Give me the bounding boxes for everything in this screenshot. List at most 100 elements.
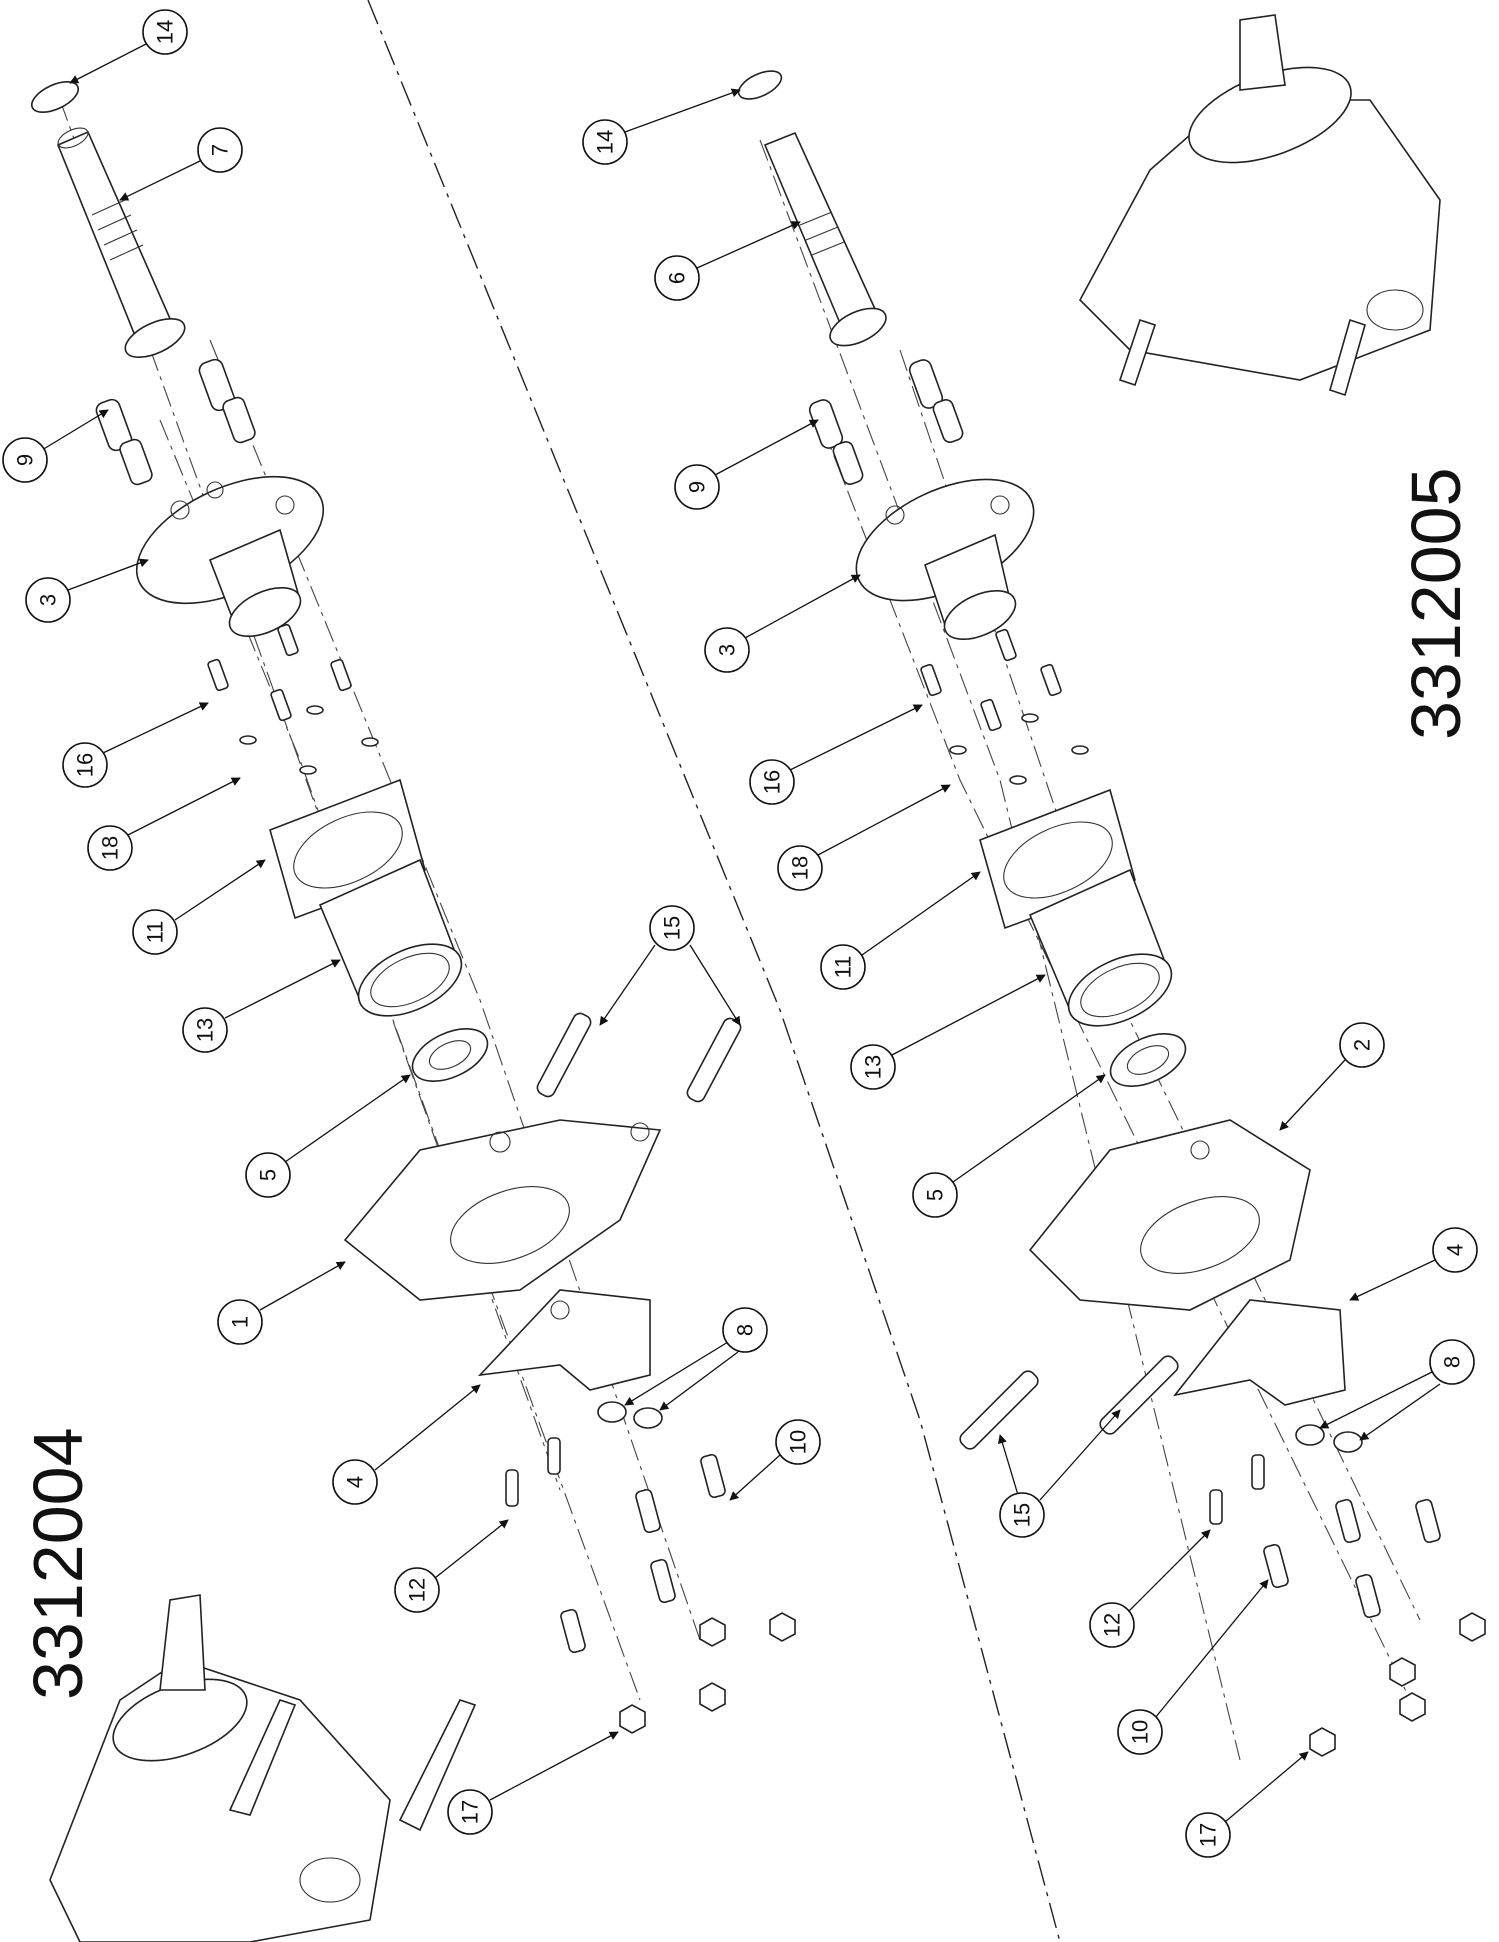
right-assembled-view [1079, 14, 1441, 397]
svg-text:16: 16 [760, 770, 785, 794]
svg-text:3: 3 [36, 594, 61, 606]
model-number-left: 3312004 [19, 1427, 97, 1700]
right-part-2-knuckle-housing [1028, 1119, 1311, 1311]
callout-left-18: 18 [87, 777, 241, 871]
left-part-18-washers [239, 705, 379, 775]
right-part-10-sleeves [1263, 1498, 1441, 1619]
right-part-9-wheel-studs [808, 359, 964, 485]
svg-text:9: 9 [13, 454, 38, 466]
svg-text:2: 2 [1350, 1039, 1375, 1051]
left-part-9-wheel-studs [95, 358, 256, 486]
callout-right-11: 11 [820, 871, 981, 990]
svg-text:4: 4 [1443, 1244, 1468, 1256]
svg-text:9: 9 [685, 481, 710, 493]
right-part-3-wheel-hub [855, 478, 1035, 641]
right-assembly [737, 14, 1486, 1761]
callout-left-17: 17 [447, 1731, 619, 1835]
svg-text:17: 17 [458, 1800, 483, 1824]
callout-right-18: 18 [777, 784, 951, 891]
callout-right-9: 9 [674, 419, 819, 510]
right-part-4-bracket [1173, 1299, 1346, 1406]
right-part-8-bushings [1295, 1424, 1363, 1453]
callout-left-8: 8 [624, 1307, 768, 1411]
left-part-8-bushings [597, 1401, 663, 1429]
callout-left-11: 11 [132, 859, 266, 955]
left-part-13-bearing [318, 858, 463, 1017]
left-part-17-nuts [619, 1612, 796, 1734]
right-part-13-bearing [1028, 868, 1173, 1027]
callout-right-17: 17 [1185, 1751, 1309, 1858]
callout-right-8: 8 [1319, 1339, 1475, 1441]
svg-text:16: 16 [73, 753, 98, 777]
callout-left-12: 12 [394, 1519, 509, 1613]
svg-text:12: 12 [1100, 1613, 1125, 1637]
left-part-14-snap-ring [30, 81, 80, 113]
callout-left-9: 9 [2, 409, 109, 483]
callout-left-10: 10 [729, 1419, 821, 1501]
left-assembly [30, 81, 796, 1942]
left-part-12-pins [505, 1437, 561, 1507]
callout-right-15: 15 [997, 1409, 1121, 1538]
left-part-16-bolts [207, 623, 352, 722]
right-part-15-pins [959, 1355, 1179, 1450]
right-part-12-pins [1209, 1454, 1265, 1525]
svg-text:6: 6 [665, 272, 690, 284]
svg-text:18: 18 [788, 856, 813, 880]
svg-text:8: 8 [1440, 1356, 1465, 1368]
svg-text:5: 5 [923, 1189, 948, 1201]
left-part-7-axle-shaft [56, 127, 186, 358]
model-number-right: 3312005 [1397, 467, 1475, 740]
callout-right-5: 5 [912, 1074, 1106, 1218]
callout-right-4: 4 [1349, 1227, 1478, 1301]
callout-right-16: 16 [749, 704, 923, 805]
right-part-14-snap-ring [737, 70, 783, 100]
svg-text:10: 10 [786, 1430, 811, 1454]
callout-left-16: 16 [62, 702, 209, 788]
group-divider-line [367, 0, 1061, 1942]
callout-left-5: 5 [245, 1074, 411, 1198]
svg-text:7: 7 [208, 144, 233, 156]
callout-left-14: 14 [69, 9, 188, 84]
callout-right-3: 3 [704, 574, 861, 673]
callout-right-6: 6 [654, 221, 801, 301]
callout-left-13: 13 [182, 959, 341, 1053]
svg-text:14: 14 [593, 130, 618, 154]
left-part-3-wheel-hub [135, 475, 325, 638]
callout-left-3: 3 [25, 558, 149, 623]
left-part-5-castle-nut [411, 1028, 489, 1082]
callout-right-13: 13 [850, 974, 1046, 1090]
svg-text:17: 17 [1196, 1823, 1221, 1847]
callout-left-1: 1 [217, 1261, 346, 1345]
svg-text:10: 10 [1128, 1720, 1153, 1744]
left-assembled-view [49, 1594, 477, 1942]
svg-text:12: 12 [405, 1578, 430, 1602]
svg-text:3: 3 [715, 644, 740, 656]
left-part-1-knuckle-housing [343, 1119, 662, 1301]
left-part-10-sleeves [560, 1453, 726, 1654]
right-part-5-castle-nut [1109, 1033, 1187, 1087]
svg-text:13: 13 [193, 1018, 218, 1042]
svg-text:15: 15 [660, 916, 685, 940]
svg-text:18: 18 [98, 836, 123, 860]
callout-left-7: 7 [119, 127, 243, 201]
callout-right-12: 12 [1089, 1529, 1211, 1648]
svg-text:1: 1 [228, 1316, 253, 1328]
callout-right-14: 14 [582, 88, 741, 165]
svg-text:8: 8 [733, 1324, 758, 1336]
callout-right-2: 2 [1279, 1022, 1385, 1131]
left-part-15-pins [536, 1012, 742, 1103]
right-part-18-washers [949, 713, 1089, 785]
svg-text:11: 11 [831, 956, 856, 979]
svg-text:15: 15 [1010, 1503, 1035, 1527]
callout-left-4: 4 [332, 1384, 481, 1505]
right-part-6-axle-shaft [763, 131, 887, 347]
svg-text:5: 5 [256, 1169, 281, 1181]
svg-text:14: 14 [153, 20, 178, 44]
svg-text:4: 4 [343, 1476, 368, 1488]
callout-right-10: 10 [1117, 1579, 1269, 1755]
svg-text:11: 11 [143, 921, 168, 944]
right-part-16-bolts [920, 628, 1062, 732]
right-part-17-nuts [1309, 1612, 1486, 1757]
left-part-4-bracket [477, 1289, 651, 1391]
